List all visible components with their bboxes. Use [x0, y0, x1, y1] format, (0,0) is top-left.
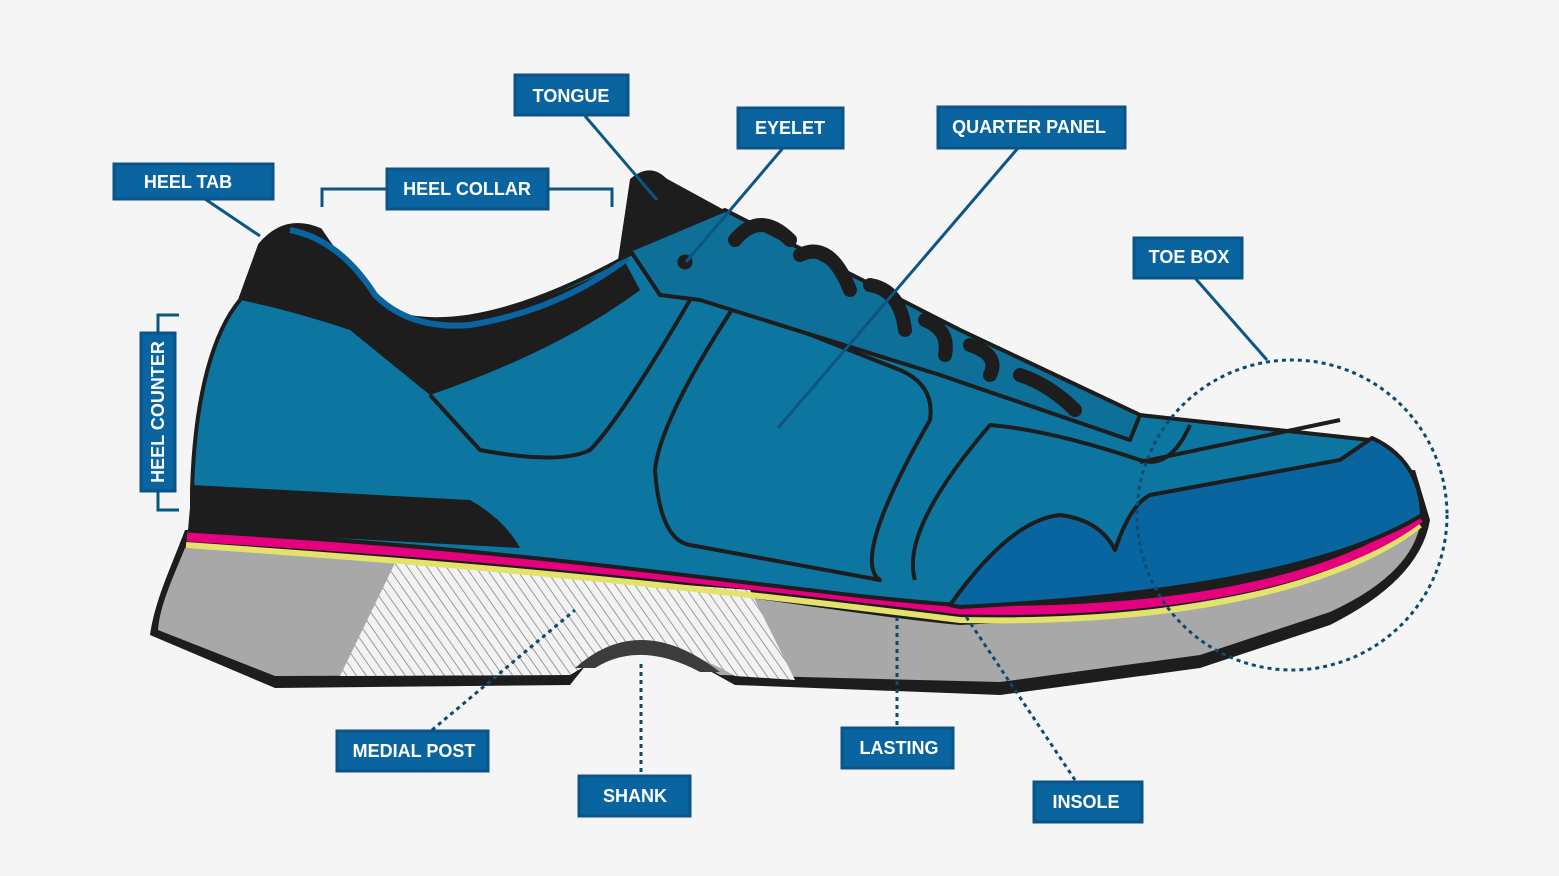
forefoot-seam	[910, 423, 1192, 581]
label-eyelet: EYELET	[736, 106, 845, 150]
shank	[575, 639, 720, 672]
svg-text:LASTING: LASTING	[860, 738, 939, 758]
heel-collar-band	[240, 225, 640, 395]
vamp-seam	[1139, 418, 1341, 464]
label-lasting: LASTING	[840, 726, 955, 770]
insole-line	[186, 514, 1423, 615]
svg-text:HEEL COLLAR: HEEL COLLAR	[403, 179, 531, 199]
toe-box	[948, 436, 1424, 609]
label-insole: INSOLE	[1032, 780, 1144, 824]
heel-base	[188, 485, 520, 548]
svg-text:EYELET: EYELET	[755, 118, 825, 138]
label-shank: SHANK	[577, 774, 692, 818]
label-heel-counter: HEEL COUNTER	[139, 331, 177, 493]
label-tongue: TONGUE	[513, 73, 630, 117]
label-medial-post: MEDIAL POST	[335, 729, 490, 773]
panel-seam	[428, 298, 692, 460]
label-heel-tab: HEEL TAB	[112, 162, 275, 201]
svg-text:TOE BOX: TOE BOX	[1149, 247, 1230, 267]
label-toe-box: TOE BOX	[1132, 236, 1244, 280]
svg-text:SHANK: SHANK	[603, 786, 667, 806]
lasting-line	[185, 522, 1422, 624]
heel-collar-stripe	[289, 227, 630, 329]
svg-text:HEEL COUNTER: HEEL COUNTER	[148, 341, 168, 483]
svg-text:TONGUE: TONGUE	[533, 86, 610, 106]
label-heel-collar: HEEL COLLAR	[385, 167, 550, 211]
svg-text:HEEL TAB: HEEL TAB	[144, 172, 232, 192]
svg-text:INSOLE: INSOLE	[1052, 792, 1119, 812]
label-quarter-panel: QUARTER PANEL	[936, 105, 1127, 150]
svg-text:QUARTER PANEL: QUARTER PANEL	[952, 117, 1106, 137]
svg-text:MEDIAL POST: MEDIAL POST	[353, 741, 476, 761]
quarter-panel-outline	[653, 303, 933, 582]
laces	[728, 218, 1082, 417]
tongue	[618, 171, 725, 262]
